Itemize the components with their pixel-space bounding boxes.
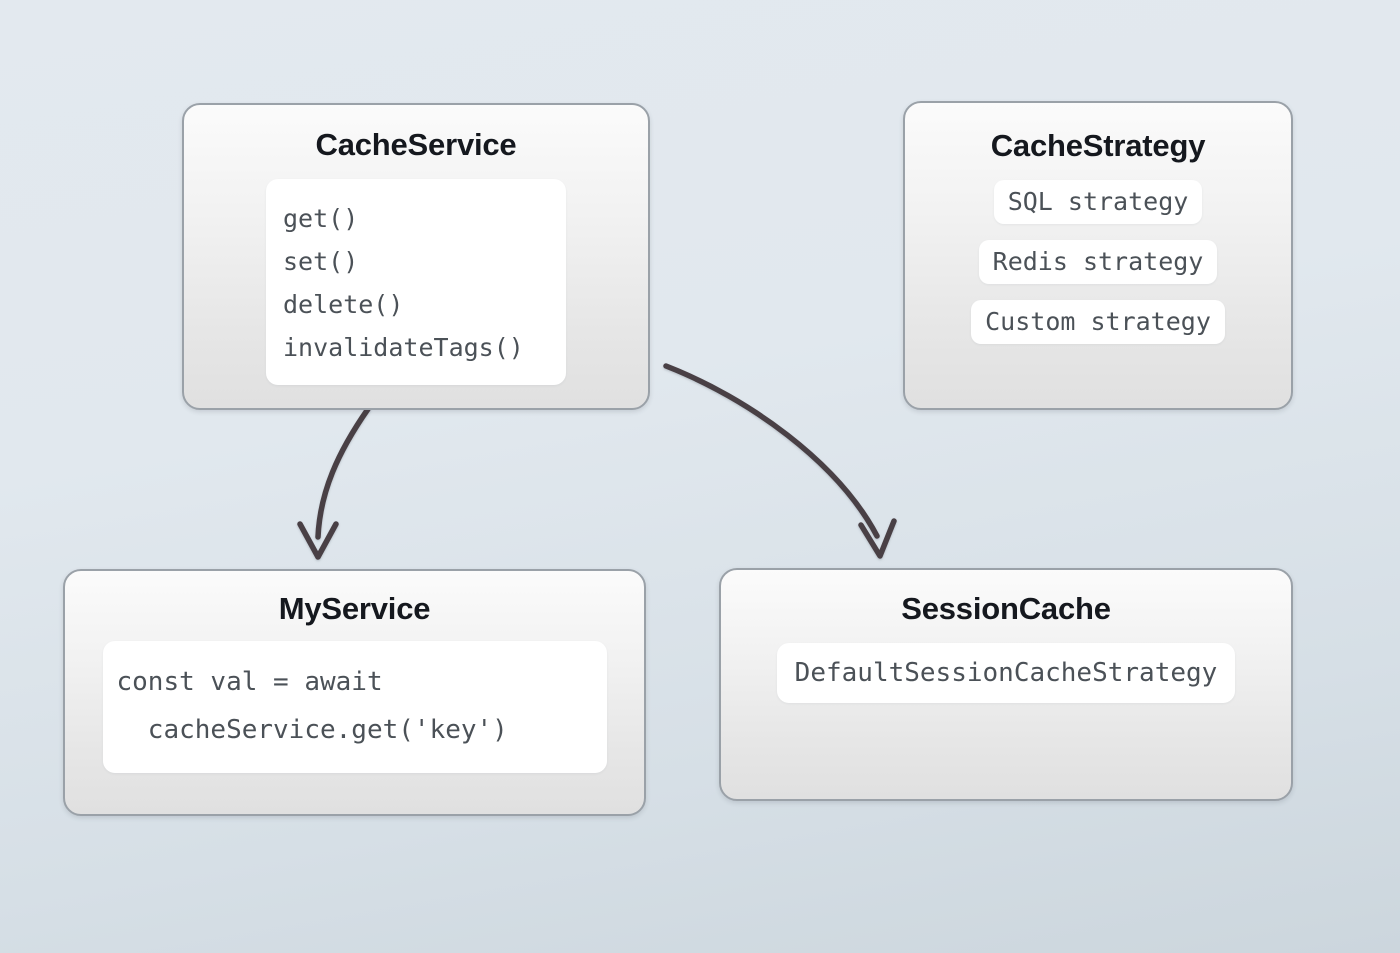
method-item: invalidateTags() bbox=[283, 333, 524, 362]
node-cache-service[interactable]: CacheService get() set() delete() invali… bbox=[182, 103, 650, 410]
cache-strategy-option-list: SQL strategy Redis strategy Custom strat… bbox=[905, 180, 1291, 344]
node-my-service-title: MyService bbox=[278, 591, 431, 626]
connector-cache-service-session-cache bbox=[663, 363, 880, 539]
method-item: get() bbox=[283, 204, 359, 233]
strategy-option[interactable]: DefaultSessionCacheStrategy bbox=[776, 643, 1236, 703]
method-item: delete() bbox=[283, 290, 404, 319]
code-line: const val = await bbox=[116, 667, 383, 697]
node-cache-strategy[interactable]: CacheStrategy SQL strategy Redis strateg… bbox=[903, 101, 1293, 410]
node-session-cache[interactable]: SessionCache DefaultSessionCacheStrategy bbox=[719, 568, 1293, 801]
node-cache-service-title: CacheService bbox=[315, 127, 517, 162]
code-line: cacheService.get('key') bbox=[116, 715, 508, 745]
node-my-service[interactable]: MyService const val = await cacheService… bbox=[63, 569, 646, 816]
connector-cache-service-my-service bbox=[315, 406, 371, 540]
my-service-code-snippet: const val = await cacheService.get('key'… bbox=[102, 641, 607, 773]
strategy-option[interactable]: Redis strategy bbox=[978, 240, 1218, 284]
node-cache-strategy-title: CacheStrategy bbox=[990, 128, 1206, 163]
strategy-option[interactable]: Custom strategy bbox=[971, 300, 1225, 344]
node-session-cache-title: SessionCache bbox=[901, 591, 1111, 626]
arrowhead-session-cache bbox=[858, 518, 897, 559]
session-cache-option-list: DefaultSessionCacheStrategy bbox=[721, 643, 1291, 703]
method-item: set() bbox=[283, 247, 359, 276]
strategy-option[interactable]: SQL strategy bbox=[993, 180, 1203, 224]
cache-service-method-list: get() set() delete() invalidateTags() bbox=[266, 179, 566, 385]
arrowhead-my-service bbox=[297, 521, 339, 560]
